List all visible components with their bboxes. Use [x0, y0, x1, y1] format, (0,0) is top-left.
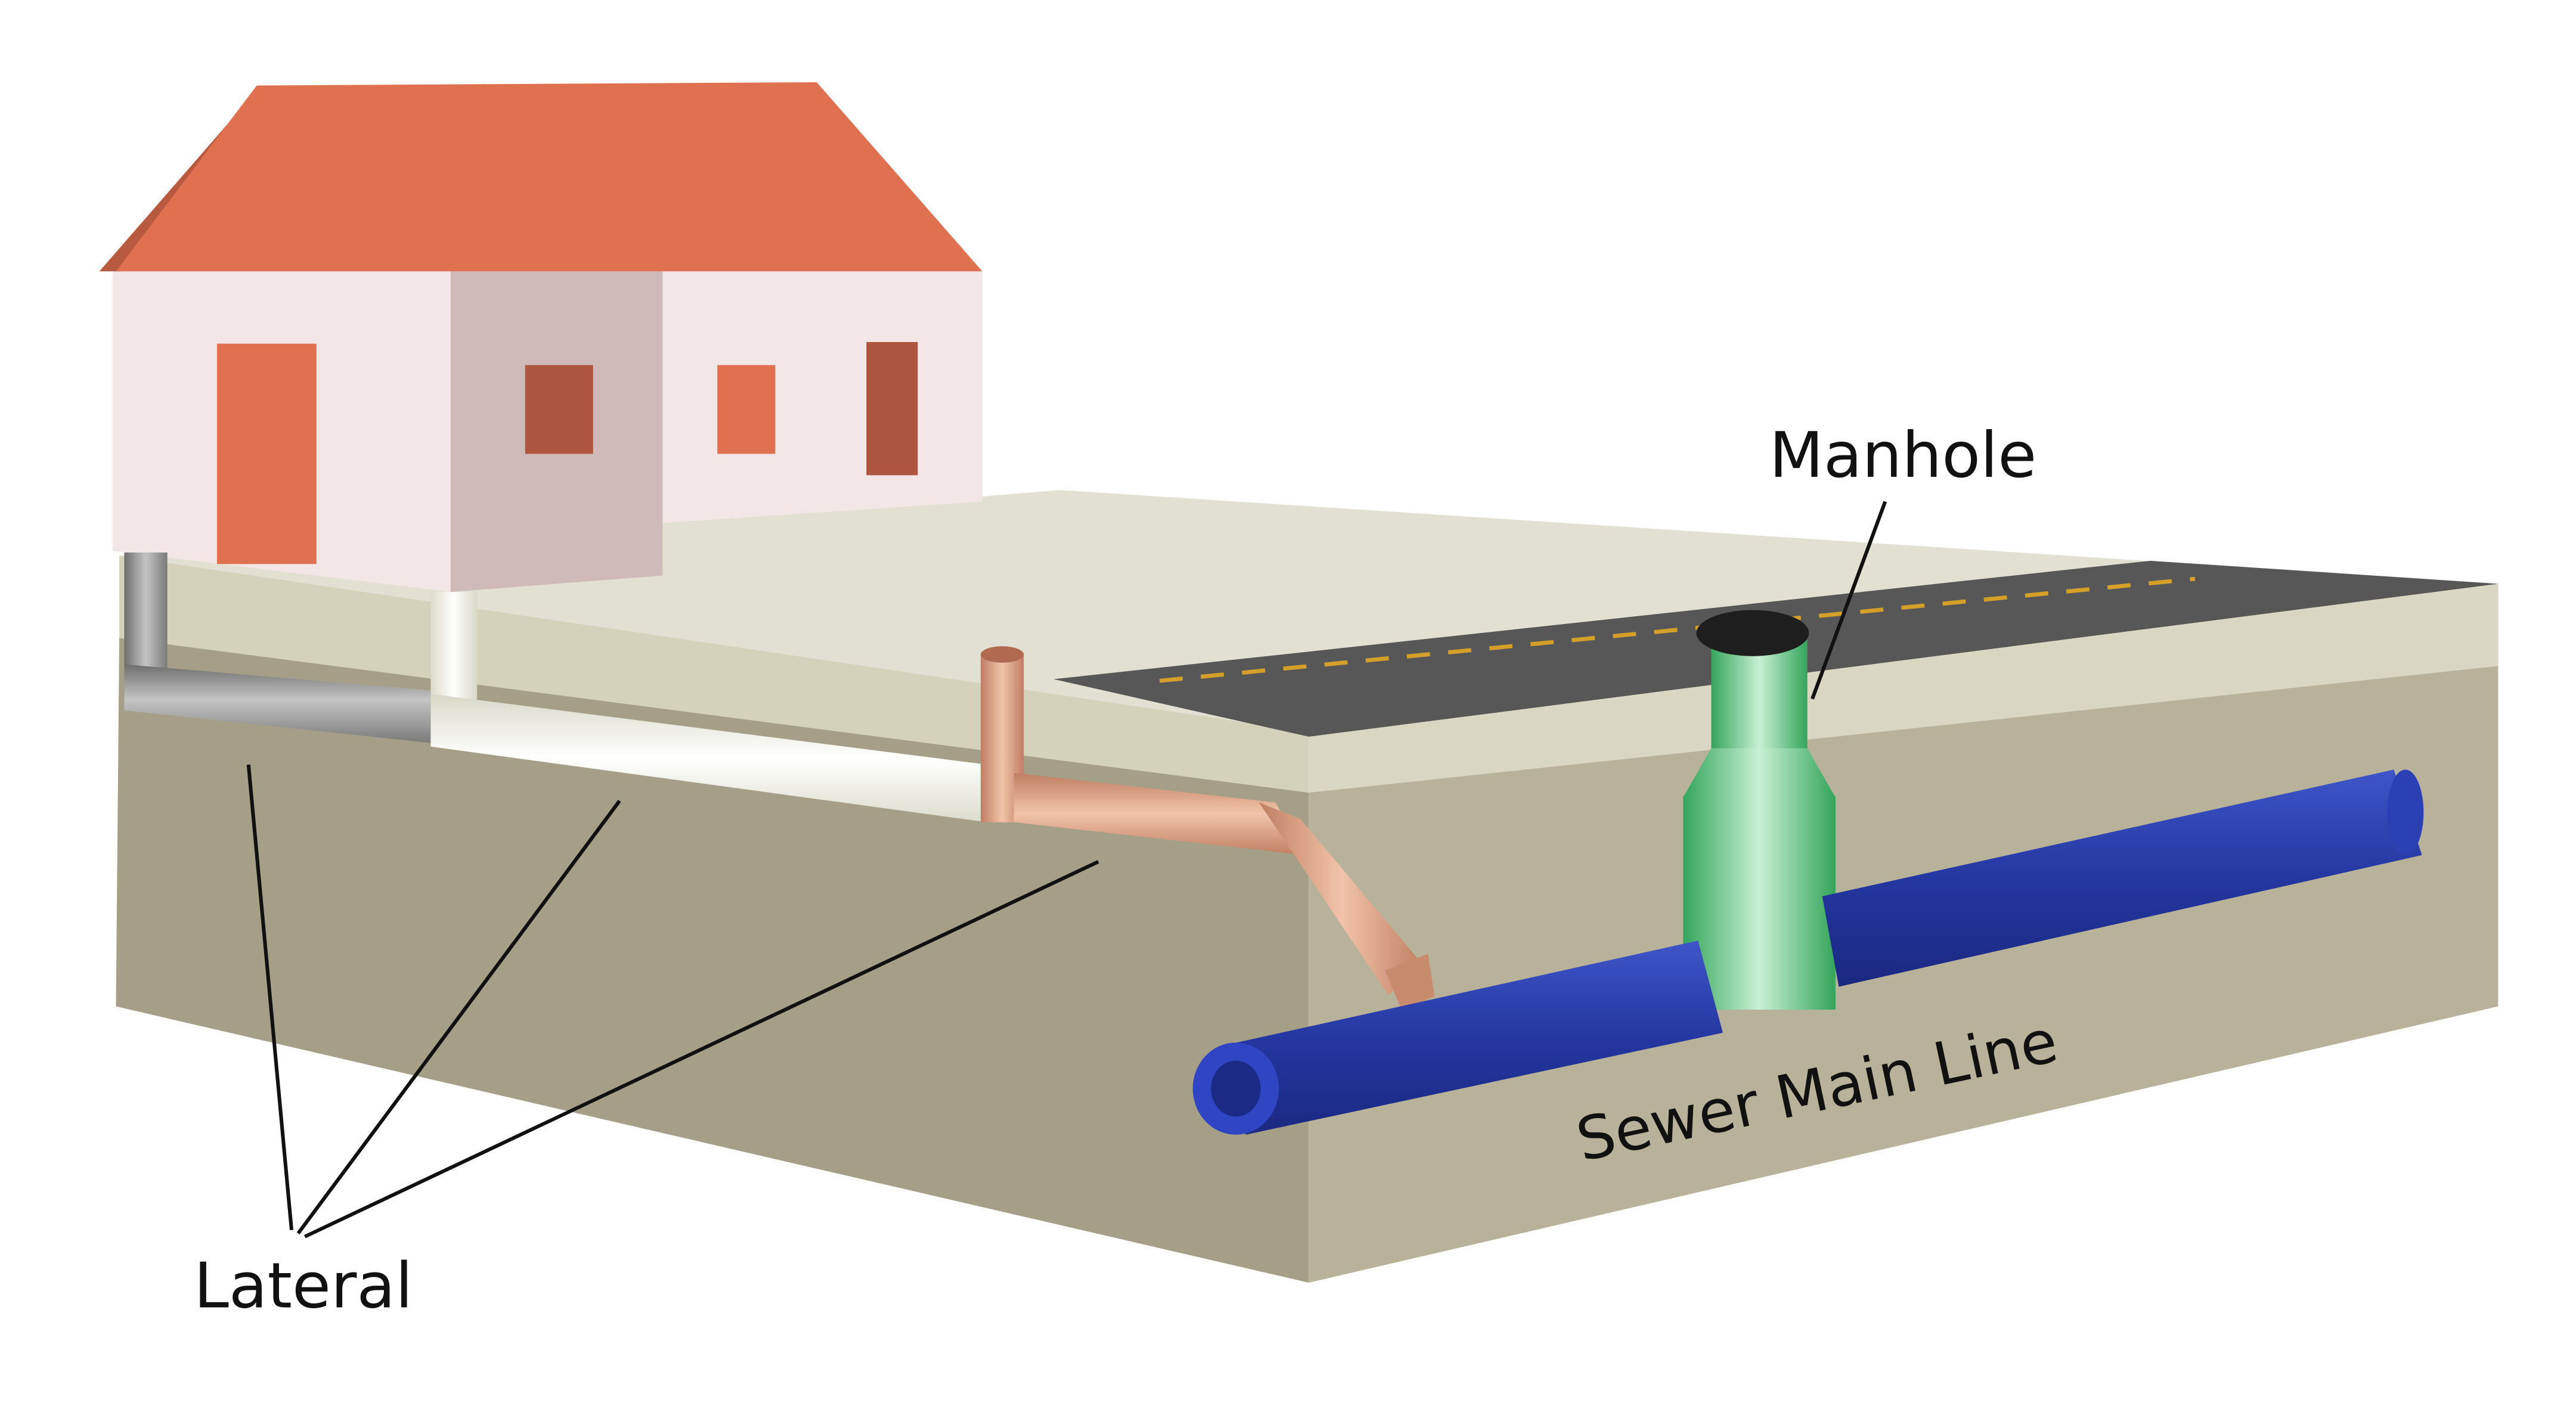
- sewer-main-far: [1822, 769, 2422, 987]
- house-door: [217, 343, 317, 564]
- sewer-main-far-end: [2387, 769, 2424, 855]
- lateral-leader-2: [296, 799, 621, 1235]
- house-roof: [116, 82, 982, 272]
- copper-pipe-cap: [981, 646, 1024, 663]
- manhole-leader: [1811, 501, 1887, 700]
- lateral-pipes: [124, 553, 1435, 1010]
- house-window-2: [717, 365, 776, 454]
- road-center-line: [1159, 576, 2196, 683]
- house-window-1: [525, 365, 593, 454]
- house-window-3: [866, 342, 918, 476]
- copper-pipe-horizontal: [1013, 772, 1306, 855]
- manhole-shaft-bottom: [1683, 796, 1836, 1010]
- sewer-main-opening: [1211, 1060, 1261, 1117]
- sewer-pipe-icon: [1192, 769, 2424, 1135]
- white-pipe-horizontal: [430, 694, 988, 823]
- sewer-main-near: [1229, 941, 1723, 1135]
- leader-lines: [246, 501, 1887, 1239]
- manhole-label: Manhole: [1769, 418, 2037, 492]
- house-side-wall: [662, 271, 982, 523]
- ground-top-strip-right: [1309, 583, 2498, 793]
- house-icon: [99, 82, 982, 592]
- lateral-leader-3: [303, 860, 1099, 1239]
- ground-top-surface: [119, 490, 2498, 732]
- gray-pipe-horizontal: [124, 664, 435, 744]
- copper-pipe-elbow: [1385, 954, 1435, 1010]
- manhole-cover: [1696, 610, 1809, 656]
- lateral-leader-1: [246, 764, 294, 1231]
- copper-pipe-diagonal: [1258, 802, 1425, 995]
- lateral-label: Lateral: [194, 1249, 413, 1323]
- manhole-cone: [1683, 748, 1836, 798]
- manhole-icon: [1683, 610, 1836, 1010]
